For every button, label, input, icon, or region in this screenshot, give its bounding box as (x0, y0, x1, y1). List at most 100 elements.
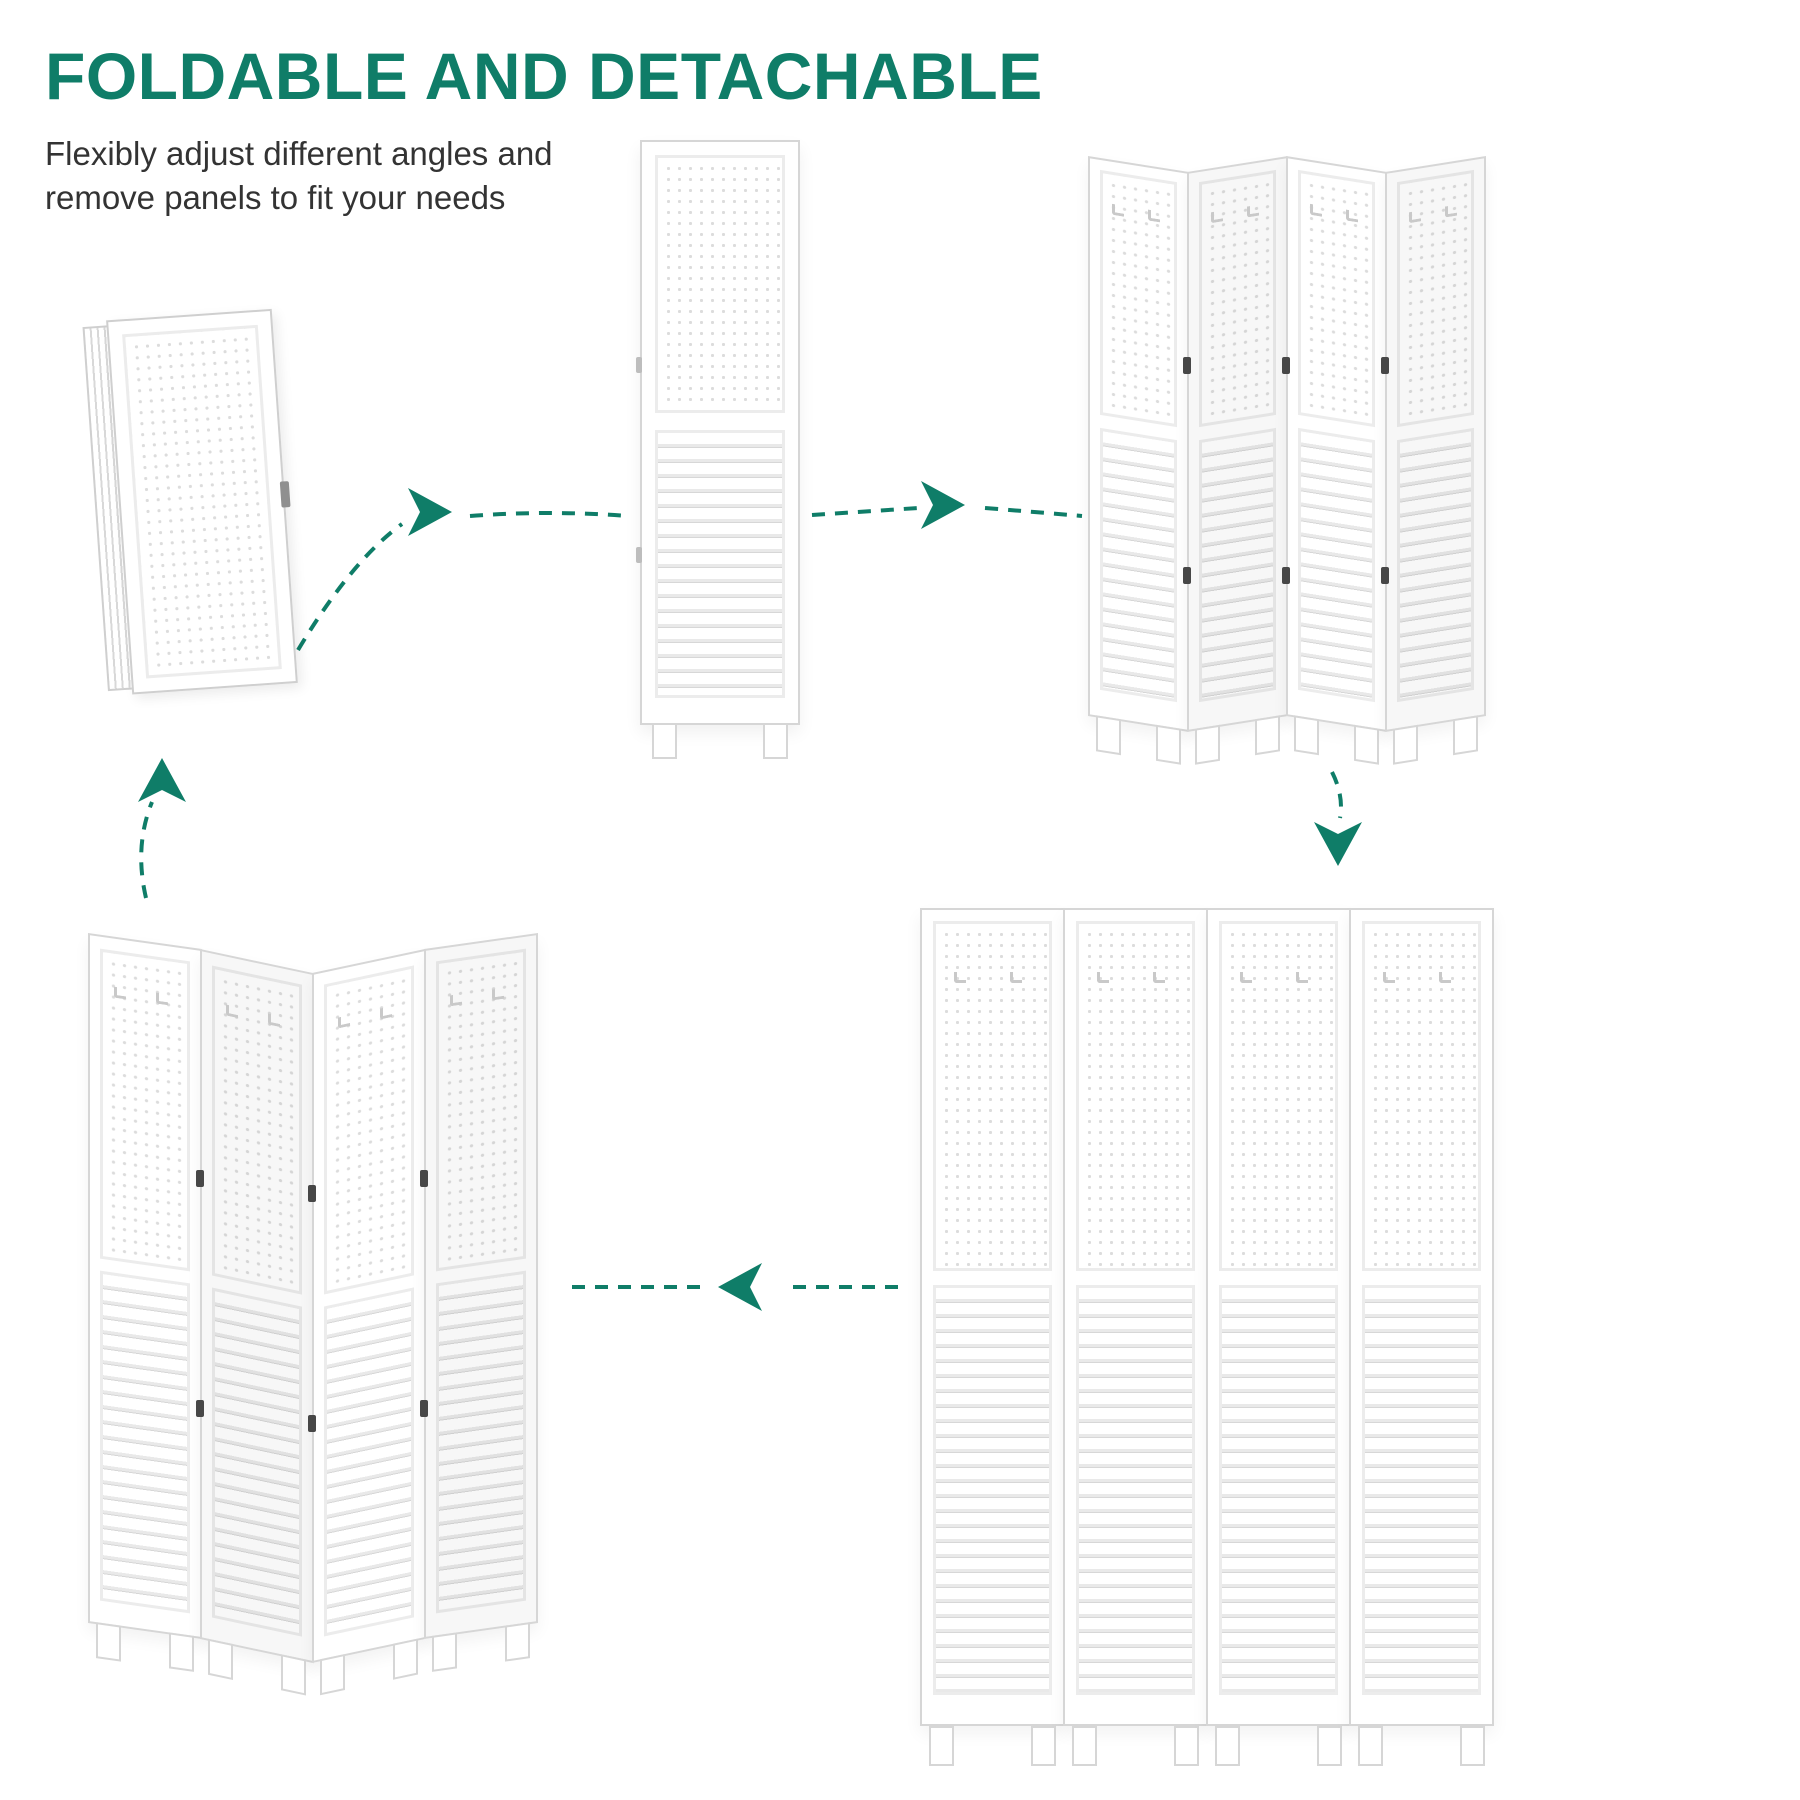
panel-foot (929, 1726, 954, 1766)
louver-section (933, 1285, 1052, 1695)
pegboard-section (1397, 169, 1474, 428)
panel-foot (432, 1632, 457, 1672)
peg-hook-icon (1112, 203, 1124, 217)
peg-hook-icon (1010, 972, 1022, 983)
louver-section (1100, 427, 1177, 703)
louver-section (1076, 1285, 1195, 1695)
latch-knob (279, 480, 291, 508)
panel-foot (1453, 715, 1478, 756)
divider-panel (1088, 156, 1189, 765)
louver-section (1362, 1285, 1481, 1695)
louver-section (1397, 427, 1474, 703)
peg-hook-icon (1310, 203, 1322, 217)
pegboard-section (655, 155, 785, 413)
arrow-left (572, 1263, 898, 1311)
divider-panel (312, 948, 426, 1696)
panel-foot (1215, 1726, 1240, 1766)
figure-four-panel-flat (920, 908, 1505, 1768)
panel-foot (1031, 1726, 1056, 1766)
peg-hook-icon (450, 993, 462, 1007)
peg-hook-icon (1346, 209, 1358, 223)
panel-foot (96, 1622, 121, 1662)
page-title: FOLDABLE AND DETACHABLE (45, 39, 1043, 113)
panel-foot (169, 1632, 194, 1672)
panel-foot (1156, 724, 1181, 765)
peg-hook-icon (1383, 972, 1395, 983)
divider-panel (88, 933, 202, 1672)
pegboard-section (1076, 921, 1195, 1271)
louver-section (100, 1270, 190, 1614)
panel-row (88, 915, 558, 1696)
arrow-right-2 (811, 481, 1083, 529)
pegboard-section (324, 965, 414, 1295)
hinge-icon (308, 1415, 316, 1432)
hinge-icon (420, 1170, 428, 1187)
header: FOLDABLE AND DETACHABLE Flexibly adjust … (45, 38, 1043, 220)
figure-folded-panel-stack (82, 308, 298, 696)
peg-hook-icon (156, 992, 168, 1006)
dashed-path (296, 522, 404, 652)
peg-hook-icon (1445, 204, 1457, 218)
panel-foot (1195, 724, 1220, 765)
panel-foot (1174, 1726, 1199, 1766)
arrowhead-down-icon (1314, 822, 1362, 866)
louver-section (1199, 427, 1276, 703)
panel-foot (1072, 1726, 1097, 1766)
panel-foot (1255, 715, 1280, 756)
hinge-icon (1282, 567, 1290, 584)
louver-section (212, 1287, 302, 1637)
panel-frame (636, 140, 800, 725)
arrowhead-up-icon (138, 758, 186, 802)
figure-four-panel-zigzag (1088, 142, 1508, 822)
divider-panel (200, 949, 314, 1696)
hinge-icon (1381, 567, 1389, 584)
panel-foot (1358, 1726, 1383, 1766)
panel-foot (763, 723, 788, 759)
hinge-icon (1282, 357, 1290, 374)
peg-hook-icon (492, 987, 504, 1001)
peg-hook-icon (1211, 210, 1223, 224)
hinge-icon (196, 1400, 204, 1417)
divider-panel (1385, 156, 1486, 765)
peg-hook-icon (1240, 972, 1252, 983)
peg-hook-icon (1247, 204, 1259, 218)
hinge-pin (636, 357, 642, 373)
louver-section (436, 1270, 526, 1614)
arrowhead-right-icon (921, 481, 965, 529)
hinge-icon (196, 1170, 204, 1187)
arrowhead-left-icon (718, 1263, 762, 1311)
pegboard-section (122, 324, 282, 679)
hinge-icon (1183, 567, 1191, 584)
peg-hook-icon (954, 972, 966, 983)
peg-hook-icon (1439, 972, 1451, 983)
pegboard-section (1199, 169, 1276, 428)
panel-foot (281, 1654, 306, 1696)
pegboard-section (1219, 921, 1338, 1271)
panel-foot (1294, 715, 1319, 756)
hinge-icon (420, 1400, 428, 1417)
pegboard-section (100, 948, 190, 1272)
panel-foot (1354, 724, 1379, 765)
peg-hook-icon (1153, 972, 1165, 983)
divider-panel (424, 932, 538, 1672)
arrow-right-1 (296, 488, 629, 652)
peg-hook-icon (1409, 210, 1421, 224)
hinge-pin (636, 547, 642, 563)
louver-section (655, 430, 785, 698)
peg-hook-icon (226, 1004, 238, 1019)
louver-section (1219, 1285, 1338, 1695)
hinge-icon (1381, 357, 1389, 374)
louver-section (1298, 427, 1375, 703)
divider-panel (1063, 908, 1208, 1766)
page-subtitle: Flexibly adjust different angles and rem… (45, 135, 553, 217)
panel-foot (1460, 1726, 1485, 1766)
panel-foot (320, 1653, 345, 1696)
hinge-icon (1183, 357, 1191, 374)
panel-foot (652, 723, 677, 759)
peg-hook-icon (1148, 209, 1160, 223)
peg-hook-icon (1296, 972, 1308, 983)
pegboard-section (1362, 921, 1481, 1271)
panel-foot (505, 1622, 530, 1662)
peg-hook-icon (114, 986, 126, 1000)
